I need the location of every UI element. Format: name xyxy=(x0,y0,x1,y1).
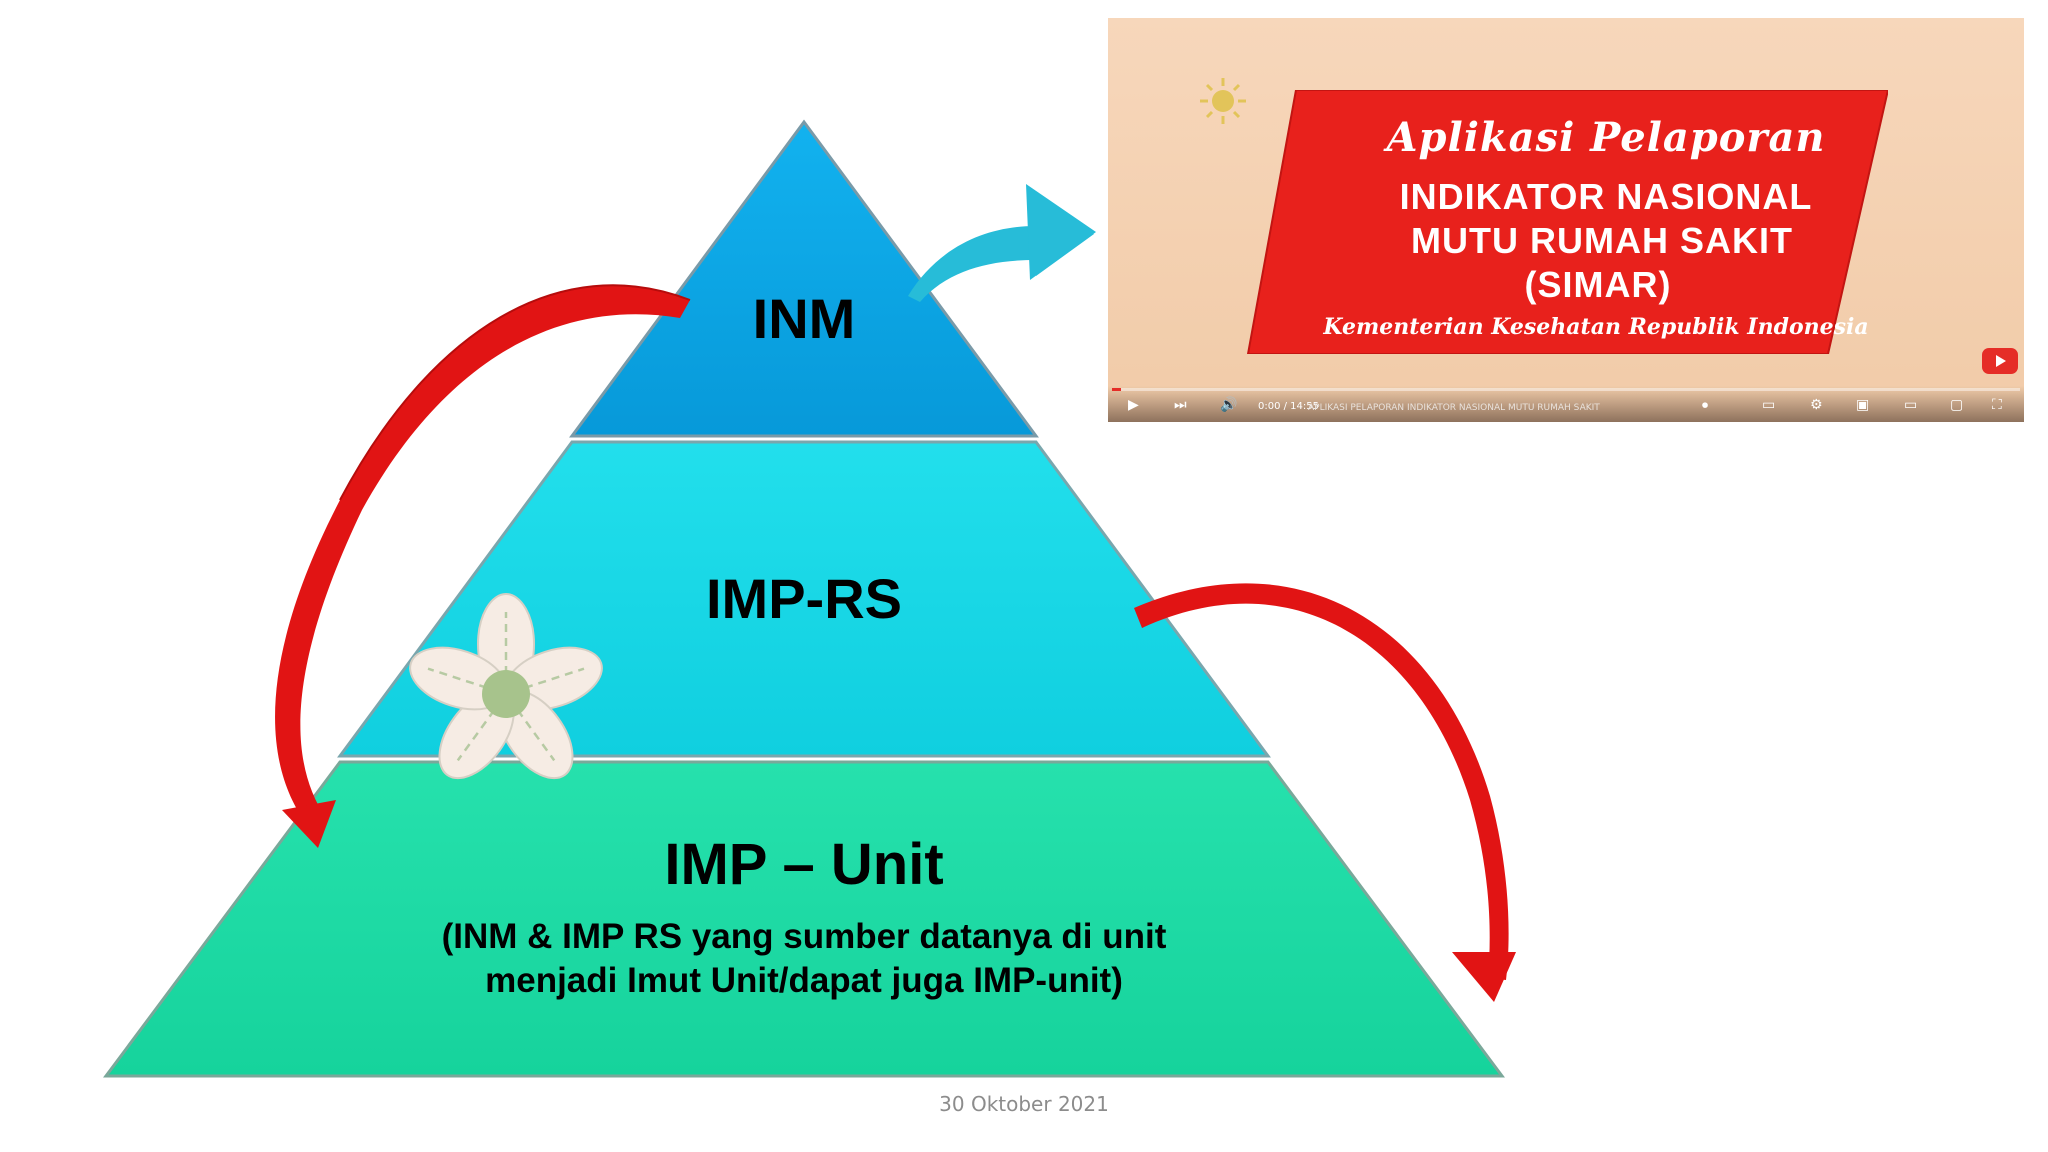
tier-note-line2: menjadi Imut Unit/dapat juga IMP-unit) xyxy=(485,961,1123,1000)
tier-inm xyxy=(569,119,1039,438)
tier-label-imp-rs: IMP-RS xyxy=(706,567,902,630)
play-icon[interactable]: ▶ xyxy=(1128,397,1139,413)
volume-icon[interactable]: 🔊 xyxy=(1220,397,1238,413)
video-player[interactable]: Aplikasi Pelaporan INDIKATOR NASIONAL MU… xyxy=(1108,18,2024,422)
progress-bar[interactable] xyxy=(1112,388,2020,391)
subtitles-icon[interactable]: ▭ xyxy=(1762,397,1776,413)
time-readout: 0:00 / 14:55 xyxy=(1258,401,1320,412)
autoplay-toggle-icon[interactable]: ⏺ xyxy=(1702,398,1709,412)
video-title-line2: MUTU RUMAH SAKIT xyxy=(1411,220,1793,261)
tier-imp-unit xyxy=(103,760,1505,1078)
video-title-line1: INDIKATOR NASIONAL xyxy=(1399,176,1813,217)
tier-label-imp-unit: IMP – Unit xyxy=(664,832,943,897)
theater-mode-icon[interactable]: ▭ xyxy=(1904,397,1918,413)
video-banner xyxy=(1246,90,1888,354)
video-subtitle: Kementerian Kesehatan Republik Indonesia xyxy=(1323,314,1869,340)
flower-icon xyxy=(409,593,603,780)
red-arrow-right-icon xyxy=(1134,583,1516,1002)
tier-note-line1: (INM & IMP RS yang sumber datanya di uni… xyxy=(442,917,1167,956)
video-overlay-title: APLIKASI PELAPORAN INDIKATOR NASIONAL MU… xyxy=(1308,403,1600,413)
cast-icon[interactable]: ▢ xyxy=(1950,397,1964,413)
video-title-script: Aplikasi Pelaporan xyxy=(1386,114,1826,161)
footer-date: 30 Oktober 2021 xyxy=(939,1092,1109,1116)
tier-label-inm: INM xyxy=(753,287,856,350)
cyan-arrow-icon xyxy=(908,184,1096,302)
video-controls: ▶ ⏭ 🔊 0:00 / 14:55 APLIKASI PELAPORAN IN… xyxy=(1108,386,2024,422)
youtube-logo-icon[interactable] xyxy=(1982,348,2018,374)
fullscreen-icon[interactable]: ⛶ xyxy=(1992,397,2002,413)
video-title-line3: (SIMAR) xyxy=(1524,264,1672,305)
miniplayer-icon[interactable]: ▣ xyxy=(1856,397,1870,413)
sun-logo-icon xyxy=(1200,78,1246,124)
progress-fill xyxy=(1112,388,1122,391)
red-arrow-left-icon xyxy=(275,284,691,848)
next-icon[interactable]: ⏭ xyxy=(1174,397,1187,413)
settings-gear-icon[interactable]: ⚙ xyxy=(1810,397,1823,413)
